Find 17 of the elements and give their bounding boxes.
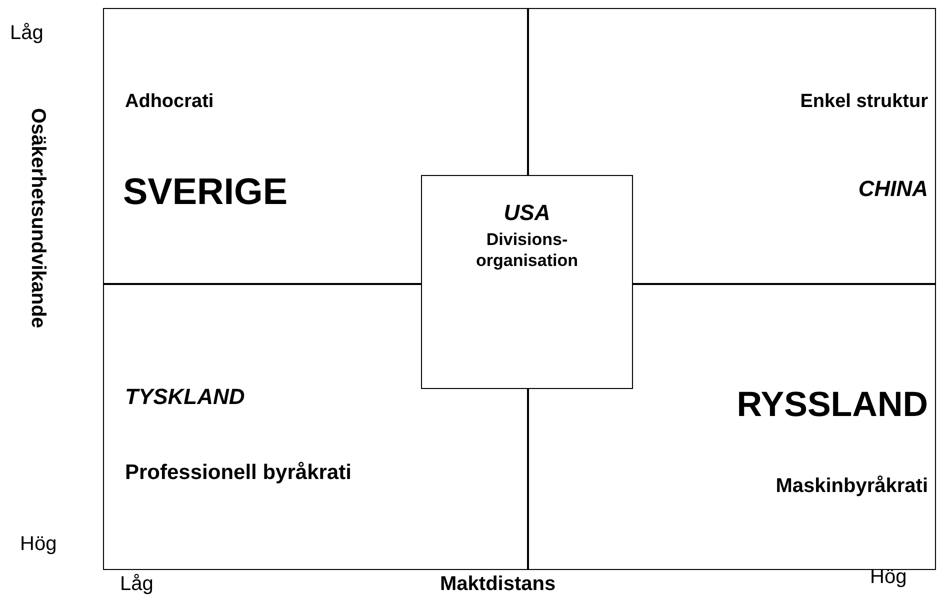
center-box <box>421 175 633 389</box>
quadrant-label: Professionell byråkrati <box>125 461 352 486</box>
quadrant-label: TYSKLAND <box>125 384 245 410</box>
axis-end-label: Hög <box>20 533 57 556</box>
quadrant-label: CHINA <box>858 176 928 202</box>
box-label: USA <box>504 200 550 226</box>
box-label: Divisions- organisation <box>474 230 579 272</box>
quadrant-label: Enkel struktur <box>800 91 928 113</box>
axis-title: Osäkerhetsundvikande <box>26 108 49 328</box>
quadrant-label: Adhocrati <box>125 91 214 113</box>
quadrant-label: SVERIGE <box>123 171 288 214</box>
quadrant-label: Maskinbyråkrati <box>776 475 928 498</box>
axis-end-label: Låg <box>10 22 44 45</box>
axis-title: Maktdistans <box>440 573 556 596</box>
axis-end-label: Hög <box>870 566 907 589</box>
axis-end-label: Låg <box>120 573 154 596</box>
quadrant-label: RYSSLAND <box>736 385 928 426</box>
